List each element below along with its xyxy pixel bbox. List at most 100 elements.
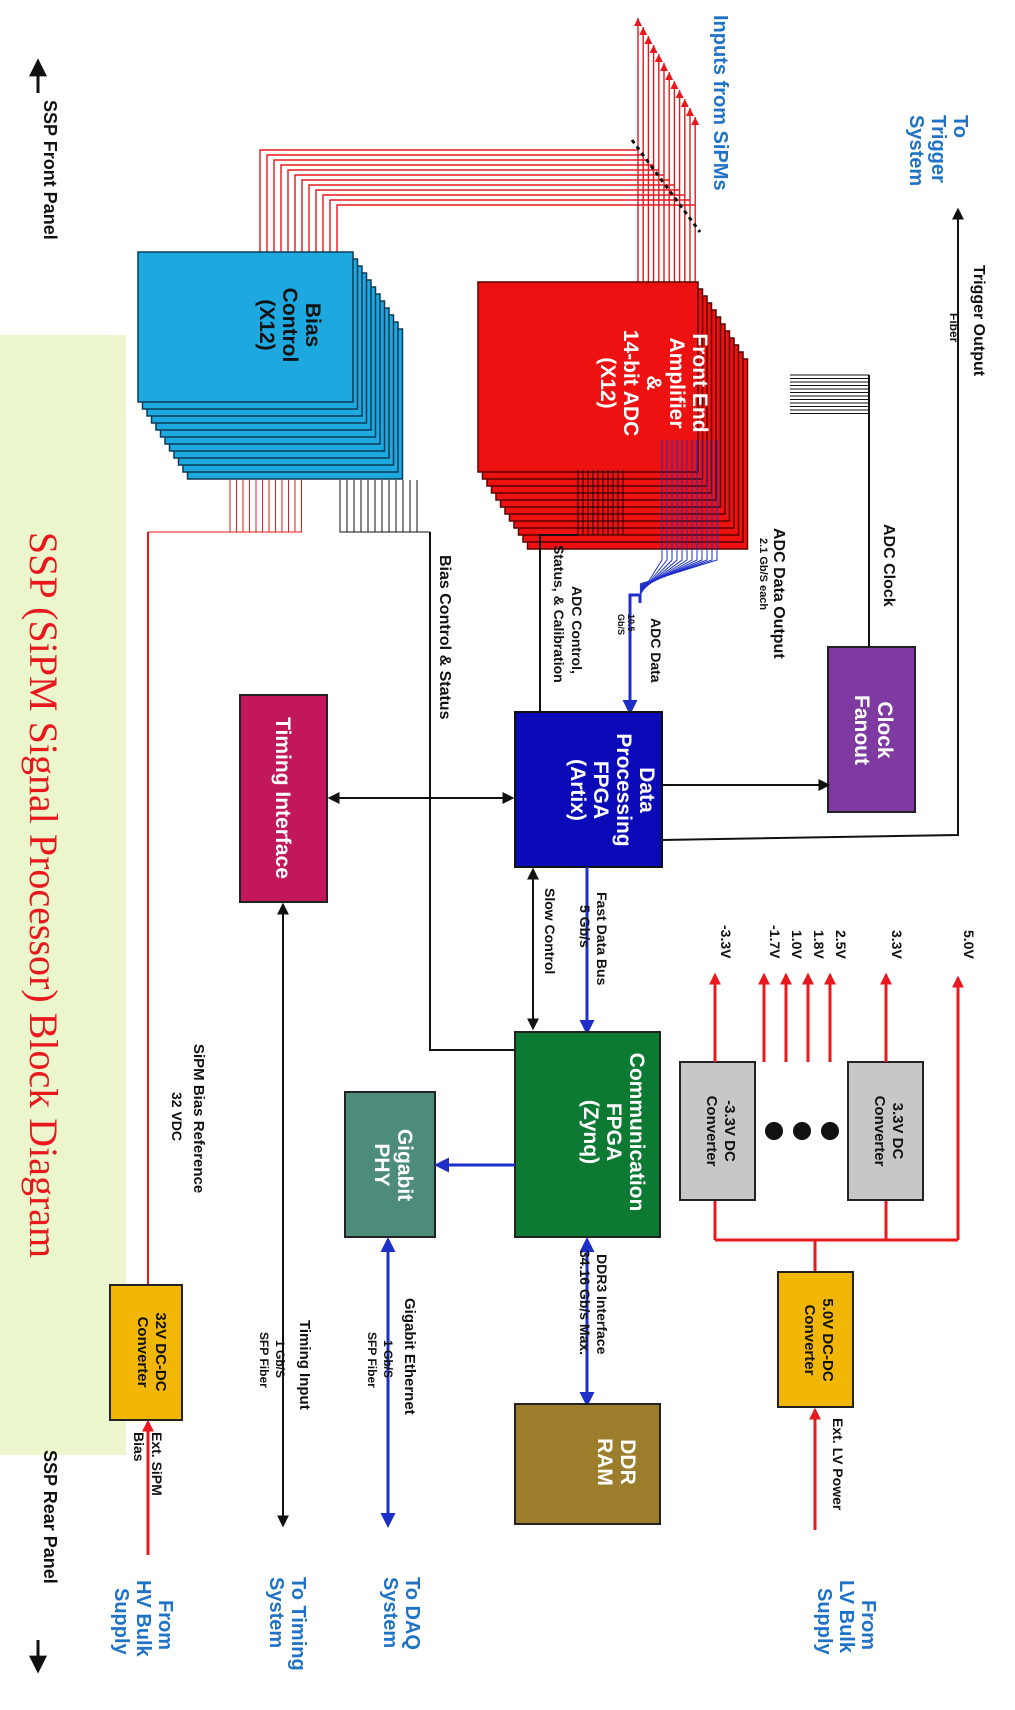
bias-reference-wire	[148, 480, 289, 533]
svg-text:(Artix): (Artix)	[566, 759, 589, 821]
data-wire	[639, 440, 718, 585]
svg-text:Control: Control	[278, 288, 301, 363]
gige-label-3: SFP Fiber	[365, 1332, 379, 1388]
adc-data-rate-1: 10.5	[626, 614, 636, 632]
bias-reference-wire	[148, 480, 283, 533]
svg-text:System: System	[905, 115, 927, 186]
bias-feed-line	[273, 159, 649, 252]
adc-control-line	[539, 534, 578, 712]
bias-feed-line	[301, 179, 670, 252]
converter-3v3-text: 3.3V DC	[889, 1103, 906, 1160]
adc-clock-lines	[790, 374, 869, 414]
svg-text:Data: Data	[635, 767, 658, 813]
data-fpga-text: Data Processing FPGA (Artix)	[566, 733, 658, 846]
front-end-stack	[477, 281, 749, 550]
sipm-input-arrowhead	[639, 27, 648, 35]
rail-m1v7-label: -1.7V	[767, 925, 783, 959]
adc-clock-label: ADC Clock	[880, 524, 897, 607]
svg-text:Converter: Converter	[134, 1317, 151, 1388]
bias-feed-line	[308, 184, 675, 252]
bias-feed-line	[294, 174, 664, 252]
svg-text:Fanout: Fanout	[850, 695, 873, 765]
svg-text:Bias: Bias	[301, 303, 324, 347]
svg-text:Processing: Processing	[612, 733, 635, 846]
ellipsis-dot	[821, 1122, 839, 1140]
bias-feed-line	[329, 199, 690, 252]
svg-text:From: From	[154, 1600, 176, 1650]
sipm-bias-ref-label-2: 32 VDC	[169, 1092, 185, 1141]
ext-lv-label: Ext. LV Power	[830, 1418, 846, 1511]
sipm-input-arrowhead	[649, 45, 658, 53]
hv-supply-label: From HV Bulk Supply	[110, 1580, 176, 1658]
svg-text:To Timing: To Timing	[287, 1577, 309, 1671]
bias-control-label: Bias Control & Status	[436, 555, 453, 720]
fast-bus-label-2: 5 Gb/s	[577, 905, 593, 948]
slow-control-label: Slow Control	[542, 888, 558, 974]
bias-reference-wire	[148, 480, 263, 533]
ddr-ram-text: DDR	[616, 1439, 639, 1485]
timing-interface-block	[239, 694, 328, 903]
bias-control-wire	[416, 480, 430, 533]
converter-m3v3-block	[679, 1061, 756, 1201]
bias-reference-wire	[148, 480, 250, 533]
svg-text:Supply: Supply	[110, 1588, 132, 1656]
svg-text:To DAQ: To DAQ	[401, 1577, 423, 1650]
bias-feed-line	[315, 189, 680, 252]
bias-control-wire	[353, 480, 430, 533]
timing-system-label: To Timing System	[265, 1577, 309, 1671]
svg-text:Supply: Supply	[813, 1588, 835, 1656]
sipm-bias-ref-label-1: SiPM Bias Reference	[190, 1044, 207, 1193]
sipm-input-arrowhead	[686, 108, 694, 116]
ddr-interface-label-1: DDR3 Interface	[594, 1254, 610, 1355]
bias-layer	[137, 251, 354, 403]
svg-text:Communication: Communication	[625, 1053, 648, 1212]
fast-bus-label-1: Fast Data Bus	[594, 892, 610, 986]
comm-fpga-block	[514, 1031, 661, 1238]
ext-sipm-label-2: Bias	[131, 1432, 147, 1462]
converter-m3v3-text: -3.3V DC	[721, 1100, 738, 1162]
title-panel	[0, 335, 126, 1455]
ddr-ram-block	[514, 1403, 661, 1525]
svg-text:Amplifier: Amplifier	[665, 337, 688, 428]
adc-control-label-2: Status, & Calibration	[551, 545, 567, 683]
rear-panel-label: SSP Rear Panel	[40, 1450, 60, 1584]
sipm-input-arrowhead	[634, 18, 642, 26]
bias-reference-wire	[148, 480, 302, 533]
comm-fpga-text: Communication FPGA (Zynq)	[579, 1053, 648, 1212]
gige-label-2: 1 Gb/S	[381, 1340, 395, 1378]
svg-text:(X12): (X12)	[596, 357, 619, 408]
sipm-input-arrowhead	[660, 63, 668, 71]
adc-rate-label: 2.1 Gb/S each	[757, 538, 769, 610]
trigger-output-label: Trigger Output	[970, 265, 987, 377]
sipm-input-arrowhead	[665, 72, 674, 80]
bias-reference-wire	[148, 480, 270, 533]
bias-feed-line	[322, 194, 685, 252]
sipm-input-bundle	[259, 18, 700, 300]
front-end-block: Front End Amplifier & 14-bit ADC (X12)	[596, 330, 711, 437]
svg-text:(X12): (X12)	[255, 299, 278, 350]
adc-data-lines	[639, 440, 718, 596]
svg-text:Converter: Converter	[801, 1305, 818, 1376]
sipm-input-arrowhead	[691, 117, 700, 125]
timing-interface-text: Timing Interface	[271, 717, 294, 879]
svg-text:From: From	[857, 1600, 879, 1650]
trigger-output-line	[661, 207, 964, 841]
clock-fanout-text: Clock	[873, 701, 896, 759]
clock-fanout-block	[827, 646, 916, 813]
timing-input-label-2: 1 Gb/S	[273, 1340, 287, 1378]
bias-control-wire	[409, 480, 430, 533]
ext-sipm-label-1: Ext. SiPM	[149, 1432, 165, 1496]
lv-supply-label: From LV Bulk Supply	[813, 1580, 879, 1656]
svg-text:FPGA: FPGA	[589, 761, 612, 819]
trigger-system-label: To Trigger System	[905, 115, 971, 186]
sipm-input-arrowhead	[680, 99, 689, 107]
svg-text:Trigger: Trigger	[927, 115, 949, 183]
bias-reference-wire	[148, 480, 237, 533]
bias-feed-line	[259, 149, 638, 252]
ellipsis-dot	[793, 1122, 811, 1140]
timing-input-label-3: SFP Fiber	[257, 1332, 271, 1388]
svg-text:(Zynq): (Zynq)	[579, 1100, 602, 1164]
adc-data-merge	[622, 593, 642, 715]
svg-text:FPGA: FPGA	[602, 1103, 625, 1161]
